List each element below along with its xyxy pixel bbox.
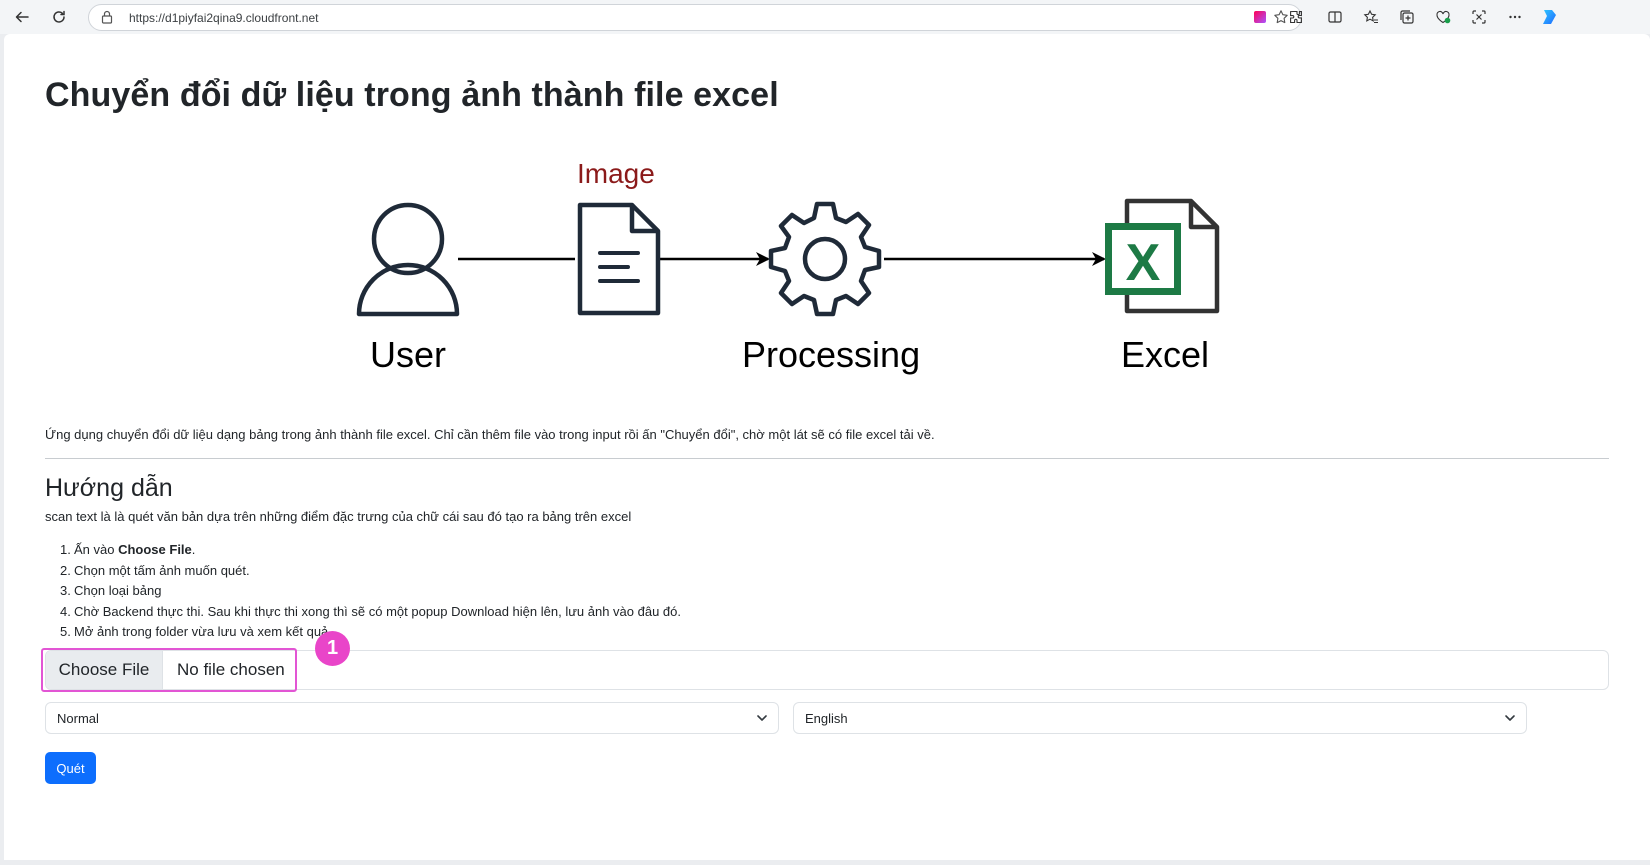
- list-item: 5.Mở ảnh trong folder vừa lưu và xem kết…: [60, 624, 332, 639]
- gear-icon: [768, 201, 882, 317]
- collections-icon[interactable]: [1396, 6, 1418, 28]
- diagram-label-excel: Excel: [1121, 334, 1210, 375]
- list-item: 2.Chọn một tấm ảnh muốn quét.: [60, 562, 250, 578]
- table-type-select[interactable]: Normal: [45, 702, 779, 734]
- list-item: 4.Chờ Backend thực thi. Sau khi thực thi…: [60, 603, 682, 619]
- table-type-value: Normal: [57, 711, 99, 726]
- guide-heading: Hướng dẫn: [45, 474, 173, 502]
- divider: [45, 458, 1609, 459]
- extensions-icon[interactable]: [1285, 6, 1307, 28]
- file-input[interactable]: Choose File No file chosen: [45, 650, 1609, 690]
- guide-subtitle: scan text là là quét văn bản dựa trên nh…: [45, 509, 632, 524]
- language-select[interactable]: English: [793, 702, 1527, 734]
- document-icon: [577, 202, 661, 316]
- diagram-label-processing: Processing: [742, 334, 921, 375]
- page-title: Chuyển đổi dữ liệu trong ảnh thành file …: [45, 76, 779, 114]
- refresh-icon[interactable]: [48, 6, 70, 28]
- browser-toolbar: https://d1piyfai2qina9.cloudfront.net: [0, 0, 1650, 34]
- favorite-star-icon[interactable]: [1273, 9, 1289, 30]
- split-screen-icon[interactable]: [1324, 6, 1346, 28]
- excel-icon: X: [1105, 198, 1220, 314]
- page-content: Chuyển đổi dữ liệu trong ảnh thành file …: [4, 34, 1650, 860]
- annotation-badge: 1: [315, 631, 350, 666]
- copilot-color-icon[interactable]: [1249, 6, 1271, 28]
- performance-icon[interactable]: [1432, 6, 1454, 28]
- address-bar[interactable]: https://d1piyfai2qina9.cloudfront.net: [88, 4, 1302, 31]
- url-text[interactable]: https://d1piyfai2qina9.cloudfront.net: [129, 11, 319, 25]
- file-status: No file chosen: [177, 660, 285, 679]
- chevron-down-icon: [1504, 712, 1516, 727]
- guide-steps: 1.Ấn vào Choose File. 2.Chọn một tấm ảnh…: [60, 540, 681, 643]
- excel-letter: X: [1126, 234, 1161, 292]
- list-item: 3.Chọn loại bảng: [60, 583, 162, 598]
- diagram-label-user: User: [370, 334, 447, 375]
- screenshot-icon[interactable]: [1468, 6, 1490, 28]
- app-description: Ứng dụng chuyển đổi dữ liệu dạng bảng tr…: [45, 427, 935, 442]
- choose-file-button[interactable]: Choose File: [46, 651, 163, 689]
- back-icon[interactable]: [11, 6, 33, 28]
- user-icon: [356, 202, 460, 317]
- diagram-label-image: Image: [577, 158, 655, 189]
- scan-button[interactable]: Quét: [45, 752, 96, 784]
- copilot-icon[interactable]: [1538, 6, 1560, 28]
- more-menu-icon[interactable]: [1504, 6, 1526, 28]
- lock-icon[interactable]: [101, 10, 113, 29]
- list-item: 1.Ấn vào Choose File.: [60, 542, 196, 557]
- chevron-down-icon: [756, 712, 768, 727]
- favorites-icon[interactable]: [1360, 6, 1382, 28]
- language-value: English: [805, 711, 848, 726]
